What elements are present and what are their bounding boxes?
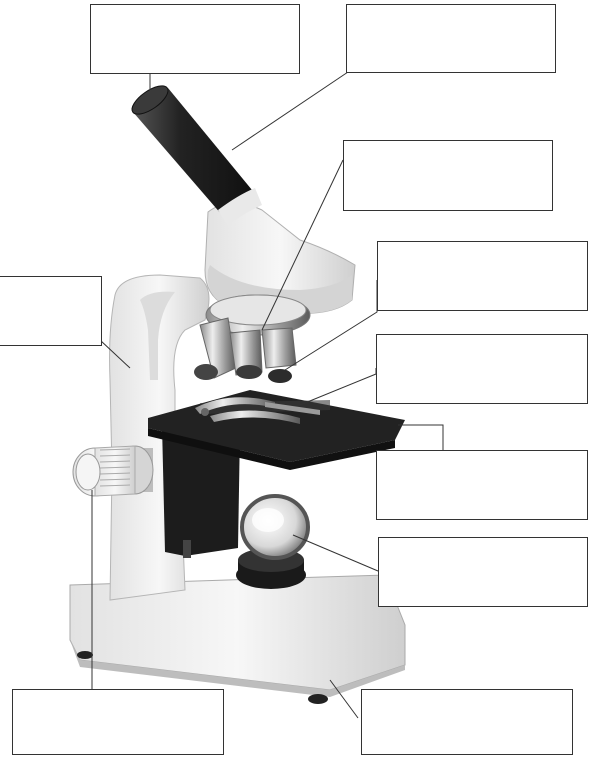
leader-mirror — [293, 535, 378, 571]
label-box-body-tube[interactable] — [346, 4, 556, 73]
leader-stage — [398, 425, 443, 450]
label-box-mirror[interactable] — [378, 537, 588, 607]
label-box-arm[interactable] — [0, 276, 102, 346]
label-box-stage-clips[interactable] — [376, 334, 588, 404]
eyepiece-tube — [128, 81, 262, 226]
label-box-base[interactable] — [361, 689, 573, 755]
label-box-focus-knob[interactable] — [12, 689, 224, 755]
leader-body-tube — [232, 72, 348, 150]
mirror — [242, 496, 308, 558]
label-box-objective-lenses[interactable] — [377, 241, 588, 311]
label-box-stage[interactable] — [376, 450, 588, 520]
label-box-eyepiece[interactable] — [90, 4, 300, 74]
label-box-revolving-nosepiece[interactable] — [343, 140, 553, 211]
leader-stage-clips — [300, 368, 376, 405]
focus-knob-drawing — [73, 446, 153, 496]
